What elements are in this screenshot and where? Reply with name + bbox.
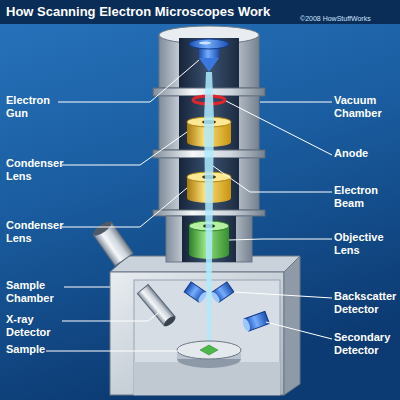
callout-label: Electron Gun (6, 94, 66, 120)
leader-line (266, 322, 332, 339)
leader-line (58, 60, 199, 102)
leader-line (62, 132, 187, 165)
backscatter-detector (184, 282, 234, 304)
diagram-title: How Scanning Electron Microscopes Work (6, 4, 270, 20)
callout-label: Vacuum Chamber (334, 94, 396, 120)
electron-beam (204, 72, 214, 346)
electron-gun (189, 39, 229, 72)
leader-line (234, 292, 332, 298)
callout-label: Sample Chamber (6, 279, 68, 305)
leader-line (62, 313, 158, 321)
sample-chamber (110, 256, 300, 395)
callout-label: Condenser Lens (6, 157, 68, 183)
leader-line (46, 351, 178, 352)
copyright-note: ©2008 HowStuffWorks (300, 14, 400, 23)
callout-label: Condenser Lens (6, 219, 68, 245)
callout-label: Sample (6, 343, 68, 356)
leader-line (213, 166, 332, 192)
leader-lines (46, 60, 332, 351)
callout-label: Electron Beam (334, 184, 396, 210)
callout-label: Secondary Detector (334, 331, 400, 357)
callout-label: Objective Lens (334, 231, 396, 257)
sample-stage (177, 341, 241, 368)
callout-label: Backscatter Detector (334, 290, 400, 316)
leader-line (229, 239, 332, 240)
leader-line (64, 287, 110, 288)
leader-line (62, 188, 187, 227)
callout-label: X-ray Detector (6, 313, 68, 339)
sample-specimen (200, 345, 218, 355)
callout-label: Anode (334, 147, 396, 160)
leader-line (226, 101, 332, 155)
title-bar (0, 0, 400, 24)
leader-line (260, 102, 332, 103)
secondary-detector (241, 311, 269, 332)
side-port-tube (91, 219, 133, 266)
